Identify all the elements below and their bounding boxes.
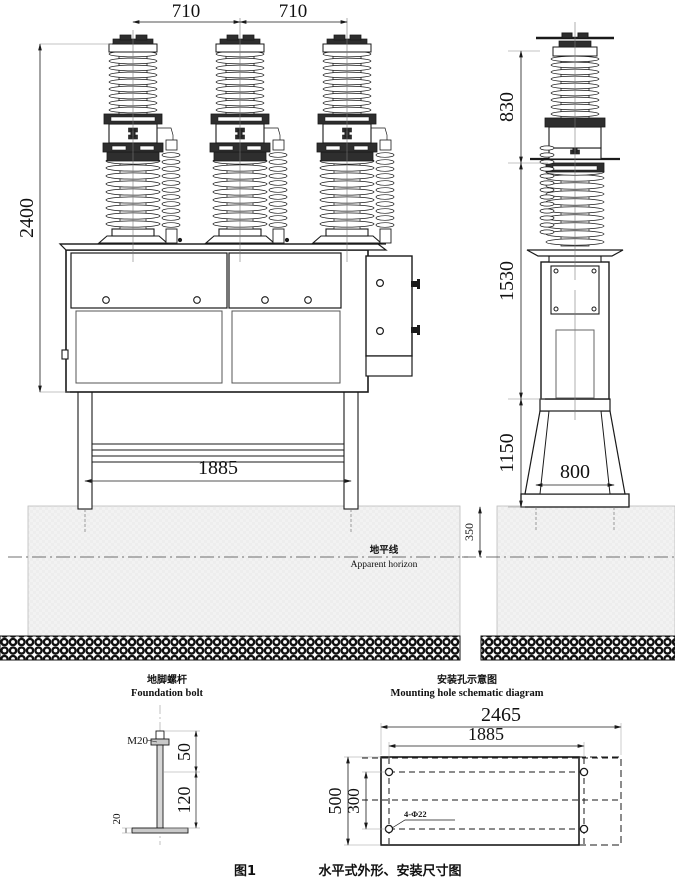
foundation-bolt-detail: 地脚螺杆 Foundation bolt M20 50 120 20 bbox=[111, 673, 204, 845]
dim-300: 300 bbox=[344, 788, 363, 814]
side-foundation-block bbox=[480, 505, 675, 661]
dim-50: 50 bbox=[174, 743, 194, 761]
front-support-frame bbox=[77, 390, 359, 534]
dim-bolt-plate-thickness: 20 bbox=[111, 813, 132, 834]
mounting-hole-title-en: Mounting hole schematic diagram bbox=[390, 688, 543, 699]
dim-800: 800 bbox=[560, 461, 590, 483]
mounting-hole-title-cn: 安装孔示意图 bbox=[437, 673, 497, 686]
dim-500: 500 bbox=[325, 788, 345, 815]
front-view: 地平线 Apparent horizon bbox=[0, 1, 468, 661]
ground-label-cn: 地平线 bbox=[370, 544, 399, 556]
dim-hole-pitch-x: 1885 bbox=[388, 724, 585, 757]
dim-overall-width: 2465 bbox=[380, 704, 622, 755]
dim-120: 120 bbox=[174, 787, 194, 814]
dim-mid-height: 1530 bbox=[496, 162, 545, 400]
dim-embed-depth: 350 bbox=[462, 506, 482, 558]
front-foundation-block bbox=[0, 505, 461, 661]
figure-title: 水平式外形、安装尺寸图 bbox=[318, 863, 461, 879]
dim-1150: 1150 bbox=[496, 433, 518, 472]
side-view: 830 1530 1150 800 350 bbox=[462, 22, 675, 661]
dim-base-height: 1150 bbox=[496, 398, 525, 508]
pole-assembly-group bbox=[97, 34, 395, 244]
foundation-bolt-title-en: Foundation bolt bbox=[131, 688, 204, 699]
dim-phase-spacing: 710 710 bbox=[132, 1, 348, 24]
front-cabinet bbox=[58, 243, 420, 393]
side-support-frame bbox=[520, 398, 630, 530]
foundation-bolt-title-cn: 地脚螺杆 bbox=[147, 673, 187, 686]
mounting-holes bbox=[384, 767, 589, 834]
dim-1885-front: 1885 bbox=[198, 457, 238, 479]
dim-1530: 1530 bbox=[496, 261, 518, 301]
dim-350: 350 bbox=[462, 523, 476, 541]
mounting-hole-diagram: 安装孔示意图 Mounting hole schematic diagram 4 bbox=[325, 673, 622, 846]
ground-label-en: Apparent horizon bbox=[351, 560, 418, 570]
figure-caption: 图1 水平式外形、安装尺寸图 bbox=[234, 863, 462, 879]
dim-overall-depth: 500 bbox=[325, 756, 381, 846]
dim-2400: 2400 bbox=[16, 198, 38, 238]
dim-bolt-shank-len: 120 bbox=[164, 771, 200, 829]
bolt-thread-spec: M20 bbox=[127, 735, 148, 747]
dim-hole-pitch-y: 300 bbox=[344, 771, 386, 830]
dim-bolt-thread-len: 50 bbox=[164, 730, 200, 773]
dim-1885-mounting: 1885 bbox=[468, 724, 504, 744]
hole-spec-label: 4-Φ22 bbox=[404, 809, 427, 819]
dim-upper-insulator: 830 bbox=[496, 50, 548, 164]
dim-total-height: 2400 bbox=[16, 43, 112, 393]
mounting-plate-outline bbox=[380, 756, 580, 846]
dim-20: 20 bbox=[111, 813, 123, 825]
figure-number: 图1 bbox=[234, 864, 256, 879]
dim-leg-span: 1885 bbox=[84, 457, 352, 483]
hole-spec-leader: 4-Φ22 bbox=[391, 809, 455, 829]
dim-830: 830 bbox=[496, 92, 518, 122]
dim-base-width: 800 bbox=[535, 461, 615, 487]
dim-710-right: 710 bbox=[279, 1, 308, 22]
dim-710-left: 710 bbox=[172, 1, 201, 22]
front-centerlines bbox=[132, 18, 348, 262]
dim-2465: 2465 bbox=[481, 704, 521, 726]
